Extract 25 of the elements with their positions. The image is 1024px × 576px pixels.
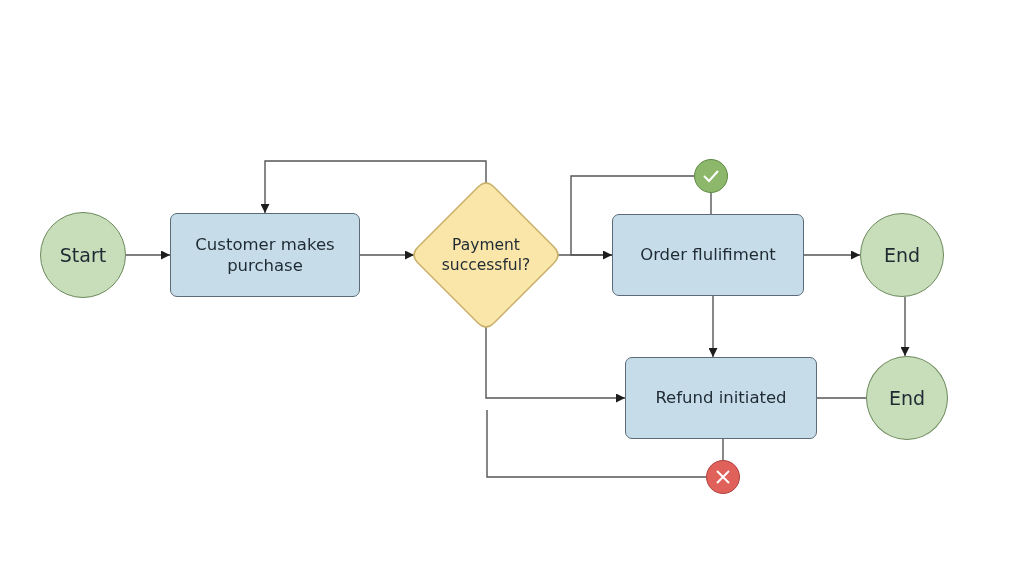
arrow: [125, 250, 171, 260]
arrow: [570, 175, 695, 260]
failure-marker: [706, 460, 740, 494]
arrow: [708, 295, 718, 358]
connector-line: [486, 409, 707, 478]
arrow: [900, 296, 910, 357]
connector-line: [816, 397, 867, 399]
connector-line: [722, 438, 724, 461]
node-label: Order flulifiment: [640, 244, 776, 266]
arrow: [359, 250, 415, 260]
node-label: Customer makes purchase: [194, 233, 336, 277]
connector-line: [710, 192, 712, 215]
process-box: [170, 213, 360, 297]
node-label: Start: [59, 242, 107, 268]
process-box: [612, 214, 804, 296]
node-label: Payment successful?: [440, 234, 532, 276]
node-label: End: [888, 385, 926, 411]
process-box: [625, 357, 817, 439]
decision-diamond: [414, 183, 558, 327]
success-marker: [694, 159, 728, 193]
node-label: End: [883, 242, 921, 268]
node-label: Refund initiated: [655, 387, 787, 409]
arrow: [260, 160, 487, 214]
arrow: [485, 326, 626, 403]
arrow: [803, 250, 861, 260]
